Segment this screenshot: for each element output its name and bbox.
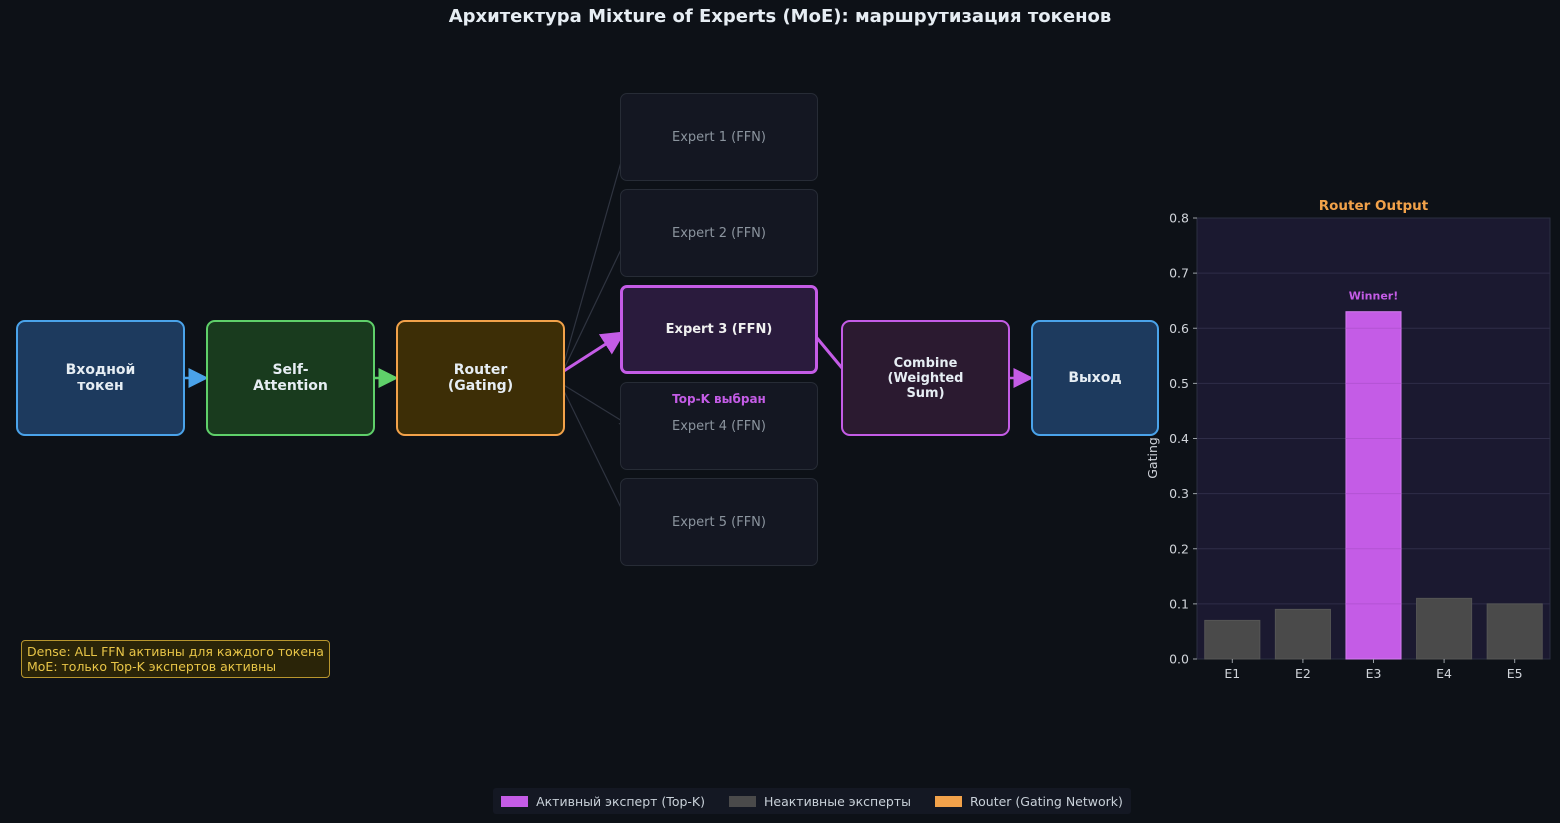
chart-winner-annotation: Winner! [1349, 290, 1398, 303]
diagram-title: Архитектура Mixture of Experts (MoE): ма… [448, 6, 1112, 27]
legend-swatch-active [501, 795, 529, 807]
expert-4-node: Expert 4 (FFN) [620, 382, 818, 470]
chart-x-tick-label: E2 [1295, 666, 1311, 681]
legend-item-inactive: Неактивные эксперты [728, 793, 911, 809]
router-label: Router (Gating) [447, 362, 514, 394]
chart-bar-e5 [1486, 603, 1543, 660]
dense-vs-moe-note: Dense: ALL FFN активны для каждого токен… [21, 640, 330, 678]
legend-label-active: Активный эксперт (Top-K) [536, 793, 705, 809]
legend-swatch-router [935, 795, 962, 807]
chart-y-tick-label: 0.3 [1169, 486, 1189, 501]
expert-3-node: Expert 3 (FFN) [620, 285, 818, 374]
legend-label-inactive: Неактивные эксперты [763, 793, 911, 809]
input-token-node: Входной токен [16, 320, 185, 436]
legend-swatch-inactive [728, 795, 756, 807]
router-node: Router (Gating) [396, 320, 565, 436]
expert-3-label: Expert 3 (FFN) [665, 322, 773, 337]
chart-title: Router Output [1319, 198, 1429, 214]
chart-x-tick-label: E4 [1436, 666, 1452, 681]
legend: Активный эксперт (Top-K) Неактивные эксп… [493, 788, 1131, 814]
combine-label: Combine (Weighted Sum) [887, 355, 964, 401]
expert-2-node: Expert 2 (FFN) [620, 189, 818, 277]
arrow-router-to-expert-2 [561, 237, 627, 374]
expert-4-label: Expert 4 (FFN) [672, 418, 766, 434]
output-label: Выход [1068, 370, 1122, 386]
legend-item-router: Router (Gating Network) [935, 794, 1123, 809]
chart-y-tick-label: 0.7 [1169, 266, 1189, 281]
arrow-router-to-expert-1 [561, 141, 627, 371]
expert-5-node: Expert 5 (FFN) [620, 478, 818, 566]
chart-y-tick-label: 0.8 [1169, 211, 1189, 226]
chart-bar-e3 [1345, 311, 1402, 660]
chart-y-tick-label: 0.6 [1169, 321, 1189, 336]
chart-y-tick-label: 0.5 [1169, 376, 1189, 391]
chart-bar-e1 [1204, 619, 1261, 660]
combine-node: Combine (Weighted Sum) [841, 320, 1010, 436]
legend-label-router: Router (Gating Network) [970, 793, 1123, 809]
chart-x-tick-label: E3 [1366, 666, 1382, 681]
chart-y-tick-label: 0.4 [1169, 431, 1189, 446]
chart-y-tick-label: 0.1 [1169, 596, 1189, 611]
chart-bar-e2 [1274, 608, 1331, 660]
expert-2-label: Expert 2 (FFN) [672, 225, 766, 241]
chart-x-tick-label: E1 [1224, 666, 1240, 681]
self-attention-label: Self- Attention [253, 362, 328, 394]
arrow-router-to-expert-5 [561, 386, 627, 520]
chart-y-tick-label: 0.2 [1169, 541, 1189, 556]
chart-y-tick-label: 0.0 [1169, 652, 1189, 667]
arrow-router-to-expert-3 [555, 331, 626, 378]
topk-selected-label: Top-K выбран [672, 392, 766, 406]
chart-bar-e4 [1416, 597, 1473, 660]
expert-1-node: Expert 1 (FFN) [620, 93, 818, 181]
output-node: Выход [1031, 320, 1159, 436]
router-output-chart: Router Output 0.0 0.1 0.2 0.3 0.4 0.5 0.6 0.7 0.8… [1145, 198, 1551, 681]
input-token-label: Входной токен [65, 362, 136, 394]
self-attention-node: Self- Attention [206, 320, 375, 436]
arrow-router-to-expert-4 [561, 383, 627, 424]
expert-1-label: Expert 1 (FFN) [672, 129, 766, 145]
chart-x-tick-label: E5 [1507, 666, 1523, 681]
legend-item-active: Активный эксперт (Top-K) [501, 794, 705, 809]
expert-5-label: Expert 5 (FFN) [672, 514, 766, 530]
